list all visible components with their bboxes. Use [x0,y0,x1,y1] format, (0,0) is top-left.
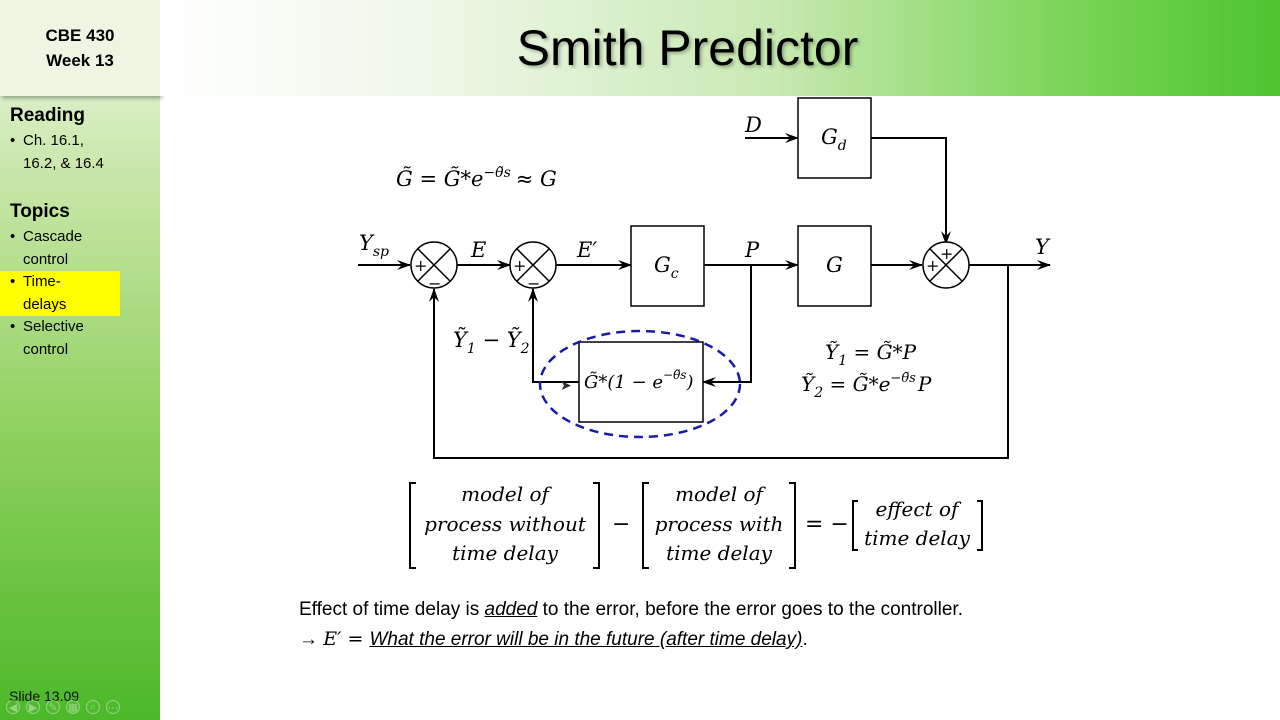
gd-block [797,97,872,179]
outer-feedback-line [429,265,1009,459]
previous-slide-icon[interactable]: ◀ [6,700,20,714]
slide-number: Slide 13.09 [9,688,80,704]
slide-title: Smith Predictor [516,20,859,76]
more-options-icon[interactable]: ⋯ [106,700,120,714]
note-line-2: → E′ = What the error will be in the fut… [299,628,808,650]
slideshow-nav-bar[interactable]: ◀ ▶ ✎ ▦ ⌕ ⋯ [6,700,120,714]
disturbance-label: D [744,113,762,137]
predictor-feedback-label: Ỹ1 − Ỹ2 [453,328,530,357]
topic-time-delays: •Time-delays [0,271,120,316]
predictor-highlight-ellipse [538,329,742,439]
reading-item: •Ch. 16.1,16.2, & 16.4 [10,132,104,172]
eq-mid-line-1: model of [675,482,766,506]
y1-definition: Ỹ1 = G̃*P [825,340,917,369]
eq-left-line-1: model of [461,482,552,506]
eq-right-line-2: time delay [864,526,971,550]
error-label: E [470,238,486,262]
svg-text:+: + [513,256,526,275]
reading-section: Reading •Ch. 16.1,16.2, & 16.4 [10,104,155,175]
predictor-output-line [528,288,579,383]
title-bar: Smith Predictor [160,0,1280,96]
error-prime-label: E′ [576,238,597,262]
predictor-block [578,341,704,423]
course-code: CBE 430 [45,26,115,45]
gd-label: Gd [821,125,847,154]
predictor-input-line [702,265,752,387]
setpoint-label: Ysp [359,231,389,260]
output-label: Y [1035,235,1051,259]
predictor-block-label: G̃*(1 − e−θ̃s) [584,368,694,393]
zoom-icon[interactable]: ⌕ [86,700,100,714]
svg-text:+: + [414,256,427,275]
reading-heading: Reading [10,105,85,126]
eq-left-line-3: time delay [452,541,559,565]
slide-sidebar: CBE 430 Week 13 Reading •Ch. 16.1,16.2, … [0,0,160,720]
eq-mid-line-2: process with [655,512,784,536]
mouse-cursor-icon: ➤ [560,377,572,393]
process-label: G [826,253,843,277]
eq-left-line-2: process without [424,512,587,536]
svg-text:+: + [926,256,939,275]
svg-text:+: + [940,244,953,263]
course-info: CBE 430 Week 13 [0,0,160,96]
course-week: Week 13 [46,51,114,70]
gd-output-line [871,137,951,245]
note-line-1: Effect of time delay is added to the err… [299,599,963,620]
model-equation: G̃ = G̃*e−θ̃s≈ G [396,165,557,191]
eq-mid-line-3: time delay [666,541,773,565]
topics-heading: Topics [10,201,70,222]
gc-label: Gc [654,253,679,282]
next-slide-icon[interactable]: ▶ [26,700,40,714]
slides-grid-icon[interactable]: ▦ [66,700,80,714]
pen-icon[interactable]: ✎ [46,700,60,714]
eq-minus: − [612,512,630,537]
eq-equals-minus: = − [805,512,849,537]
arrow-icon: → [299,629,324,650]
eq-right-line-1: effect of [876,497,962,521]
controller-output-label: P [744,238,760,262]
summing-junction-3: + + [922,241,970,289]
